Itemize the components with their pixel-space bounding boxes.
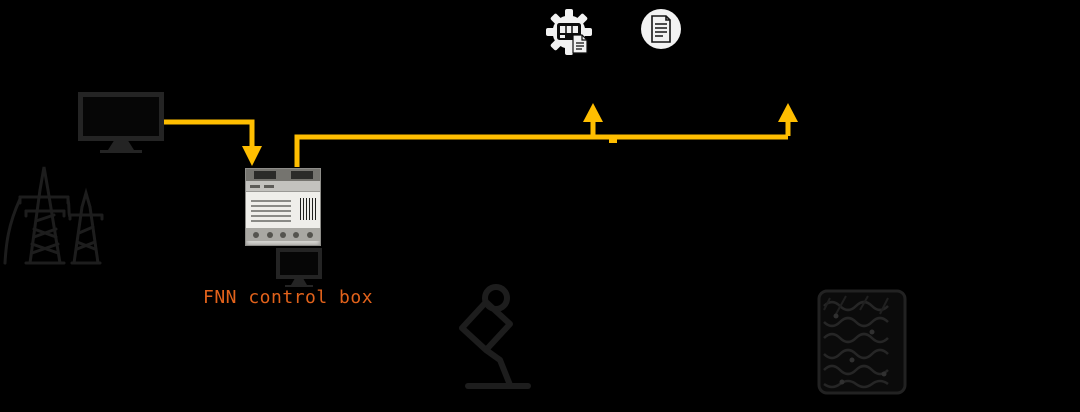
- cabinet-sketch-icon: [817, 289, 907, 395]
- monitor-screen: [78, 92, 164, 141]
- monitor-icon: [78, 92, 164, 153]
- arrow-down-icon: [242, 146, 262, 166]
- device-band-mark: [250, 184, 260, 188]
- terminal-slot: [290, 171, 313, 179]
- terminal-screw: [253, 231, 260, 238]
- arrow-up-end-icon: [778, 103, 798, 122]
- terminal-slot: [253, 171, 276, 179]
- device-terminal-blocks: [246, 169, 320, 181]
- gear-vehicle-icon: [546, 9, 592, 55]
- document-icon: [641, 9, 681, 49]
- small-monitor-stand: [291, 279, 307, 285]
- connector-monitor-to-box: [164, 119, 255, 146]
- junction-tick: [609, 139, 617, 143]
- page-icon: [572, 34, 588, 54]
- device-terminals: [246, 228, 320, 241]
- control-box-label: FNN control box: [203, 287, 374, 308]
- monitor-stand: [108, 141, 134, 150]
- device-label-area: [246, 192, 320, 228]
- terminal-screw: [279, 231, 286, 238]
- small-monitor-screen: [276, 248, 322, 279]
- terminal-screw: [306, 231, 313, 238]
- monitor-stand-base: [100, 150, 142, 153]
- desk-lamp-icon: [459, 284, 531, 389]
- terminal-screw: [293, 231, 300, 238]
- arrow-up-mid-icon: [583, 103, 603, 122]
- device-label-text-lines: [251, 197, 291, 223]
- small-monitor-stand-base: [285, 285, 313, 287]
- device-barcode: [300, 198, 316, 220]
- terminal-screw: [266, 231, 273, 238]
- device-band: [246, 181, 320, 192]
- fnn-control-box-device: [245, 168, 321, 246]
- transmission-towers-icon: [3, 166, 104, 265]
- device-band-mark: [264, 184, 274, 188]
- small-monitor-icon: [276, 248, 322, 287]
- connector-box-to-loads: [294, 134, 788, 167]
